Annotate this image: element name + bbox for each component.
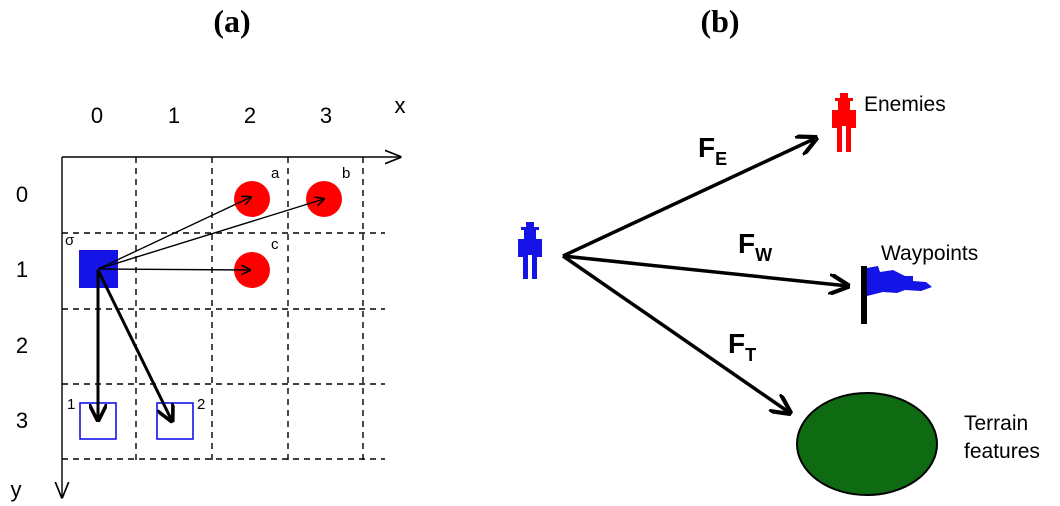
y-tick-2: 2 bbox=[16, 333, 28, 358]
terrain-label-line1: Terrain bbox=[964, 412, 1028, 435]
arrow-to-candidate-2 bbox=[96, 269, 172, 421]
enemy-b-label: b bbox=[342, 165, 350, 182]
y-tick-1: 1 bbox=[16, 257, 28, 282]
force-label-fe: FE bbox=[698, 132, 727, 169]
candidate-cell-2 bbox=[156, 402, 194, 440]
panel-b-label: (b) bbox=[700, 3, 739, 39]
terrain-label-line2: features bbox=[964, 440, 1040, 463]
force-label-fw: FW bbox=[738, 228, 772, 265]
arrow-to-enemy-b bbox=[97, 199, 324, 270]
force-label-ft: FT bbox=[728, 328, 756, 365]
y-tick-0: 0 bbox=[16, 182, 28, 207]
waypoint-flag-icon bbox=[861, 266, 932, 324]
x-axis-label: x bbox=[395, 93, 406, 118]
panel-a-label: (a) bbox=[213, 3, 250, 39]
waypoints-label: Waypoints bbox=[881, 242, 978, 265]
x-tick-0: 0 bbox=[91, 103, 103, 128]
enemy-a-marker bbox=[234, 181, 270, 217]
dashed-grid bbox=[62, 157, 385, 465]
terrain-ellipse bbox=[796, 392, 938, 496]
arrow-to-enemy-a bbox=[97, 197, 251, 270]
x-tick-2: 2 bbox=[244, 103, 256, 128]
agent-soldier-icon bbox=[518, 222, 542, 279]
x-tick-3: 3 bbox=[320, 103, 332, 128]
enemy-c-marker bbox=[234, 252, 270, 288]
enemy-c-label: c bbox=[271, 236, 279, 253]
force-arrow-waypoints bbox=[562, 254, 848, 286]
enemy-a-label: a bbox=[271, 165, 280, 182]
y-axis-label: y bbox=[11, 477, 22, 502]
arrow-to-enemy-c bbox=[97, 269, 250, 270]
candidate-label-2: 2 bbox=[197, 396, 205, 413]
enemy-soldier-icon bbox=[832, 93, 856, 152]
y-tick-3: 3 bbox=[16, 408, 28, 433]
agent-label: σ bbox=[65, 232, 75, 249]
force-arrow-terrain bbox=[562, 254, 790, 413]
enemies-label: Enemies bbox=[864, 93, 946, 116]
candidate-label-1: 1 bbox=[67, 396, 75, 413]
x-tick-1: 1 bbox=[168, 103, 180, 128]
force-arrow-enemies bbox=[562, 138, 816, 258]
